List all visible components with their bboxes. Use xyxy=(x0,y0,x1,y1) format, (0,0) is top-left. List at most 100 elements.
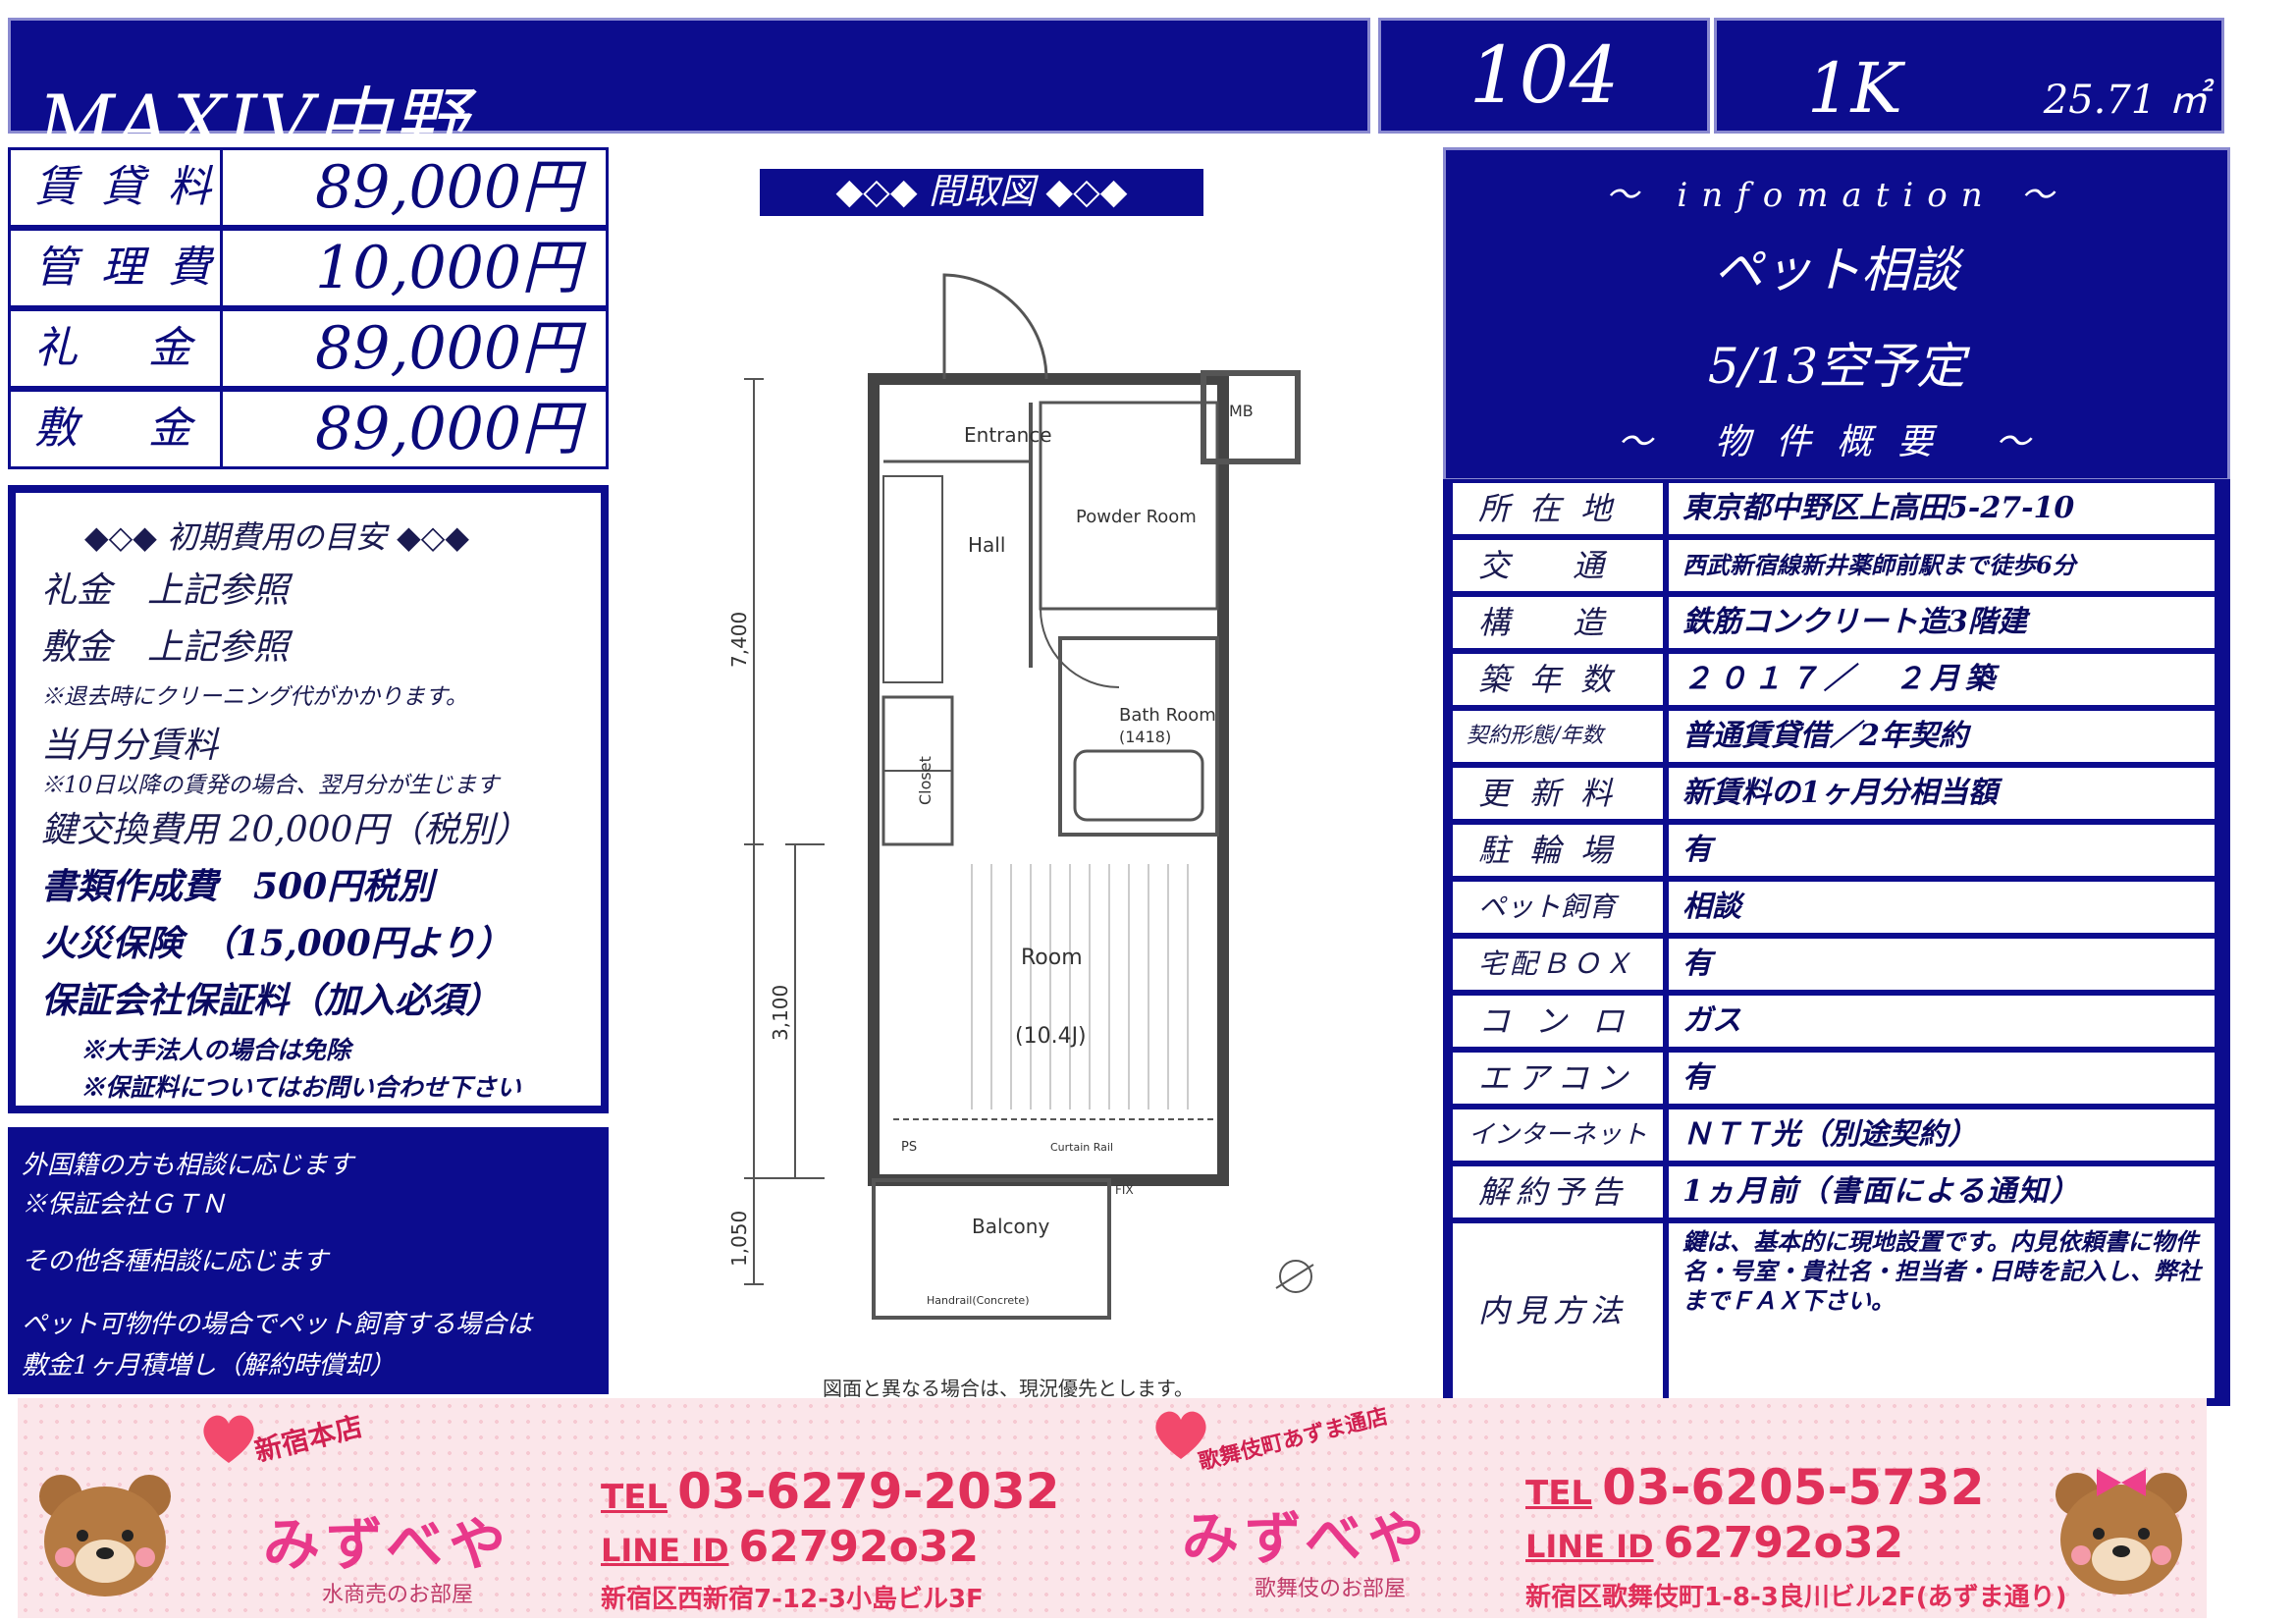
info-label: 所在地 xyxy=(1453,483,1663,534)
info-label: コンロ xyxy=(1453,996,1663,1047)
plan-label-room-size: (10.4J) xyxy=(1015,1024,1087,1049)
info-label: 内見方法 xyxy=(1453,1223,1663,1398)
info-row: 交通 西武新宿線新井薬師前駅まで徒歩6分 xyxy=(1453,540,2215,591)
info-row: 宅配ＢＯＸ 有 xyxy=(1453,939,2215,990)
info-row: 内見方法 鍵は、基本的に現地設置です。内見依頼書に物件名・号室・貴社名・担当者・… xyxy=(1453,1223,2215,1398)
info-availability: 5/13空予定 xyxy=(1707,338,1966,395)
balcony xyxy=(872,1178,1111,1320)
information-box: ～ infomation ～ ペット相談 5/13空予定 ～ 物件概要 ～ xyxy=(1443,147,2230,481)
plan-label-powder-room: Powder Room xyxy=(1076,507,1197,527)
note-line: ※保証会社ＧＴＮ xyxy=(22,1190,227,1219)
fee-label: 礼金 xyxy=(11,311,223,386)
notes-box: 外国籍の方も相談に応じます ※保証会社ＧＴＮ その他各種相談に応じます ペット可… xyxy=(8,1127,609,1394)
line-id: 62792o32 xyxy=(738,1522,980,1572)
entrance-door xyxy=(942,273,1048,380)
info-label: 契約形態/年数 xyxy=(1453,711,1663,762)
info-value: 有 xyxy=(1669,825,2215,876)
bath-room xyxy=(1058,636,1219,837)
info-row: コンロ ガス xyxy=(1453,996,2215,1047)
plan-label-entrance: Entrance xyxy=(964,423,1052,447)
fee-value: 89,000円 xyxy=(315,153,580,222)
fee-label: 賃貸料 xyxy=(11,150,223,225)
info-label: 駐輪場 xyxy=(1453,825,1663,876)
note-line: その他各種相談に応じます xyxy=(22,1247,329,1276)
info-value: 西武新宿線新井薬師前駅まで徒歩6分 xyxy=(1669,540,2215,591)
info-value: ガス xyxy=(1669,996,2215,1047)
fee-value: 89,000円 xyxy=(315,395,580,463)
fee-label: 敷金 xyxy=(11,392,223,466)
info-row: 駐輪場 有 xyxy=(1453,825,2215,876)
north-arrow xyxy=(1279,1260,1312,1293)
heart-balloon-icon xyxy=(1155,1411,1206,1459)
dimension-label: 1,050 xyxy=(727,1211,751,1267)
info-row: ペット飼育 相談 xyxy=(1453,882,2215,933)
plan-label-bath-room: Bath Room xyxy=(1119,705,1216,726)
floor-plan-drawing: Entrance Hall Powder Room Bath Room (141… xyxy=(727,273,1314,1320)
layout-area-box: 1K 25.71 ㎡ xyxy=(1714,18,2224,134)
note-line: ペット可物件の場合でペット飼育する場合は xyxy=(22,1310,533,1339)
fee-row-rent: 賃貸料 89,000円 xyxy=(8,147,609,228)
info-label: 交通 xyxy=(1453,540,1663,591)
note-line: 敷金1ヶ月積増し（解約時償却） xyxy=(22,1351,396,1380)
info-pet: ペット相談 xyxy=(1714,242,1959,298)
initial-line: 鍵交換費用 20,000円（税別） xyxy=(41,810,530,850)
info-value: ＮＴＴ光（別途契約） xyxy=(1669,1109,2215,1161)
tel-number: 03-6279-2032 xyxy=(677,1463,1060,1520)
initial-line: 火災保険 （15,000円より） xyxy=(41,923,512,964)
info-label: エアコン xyxy=(1453,1053,1663,1104)
plan-label-fix: FIX xyxy=(1115,1183,1134,1197)
info-value: 1ヵ月前（書面による通知） xyxy=(1669,1166,2215,1217)
dimension-label: 7,400 xyxy=(727,612,751,668)
info-row: 解約予告 1ヵ月前（書面による通知） xyxy=(1453,1166,2215,1217)
info-heading: ～ infomation ～ xyxy=(1605,176,2068,215)
fee-value: 89,000円 xyxy=(315,314,580,383)
initial-line: 敷金 上記参照 xyxy=(41,627,290,668)
floor-plan-note: 図面と異なる場合は、現況優先とします。 xyxy=(823,1377,1194,1400)
initial-line: 保証会社保証料（加入必須） xyxy=(41,980,502,1021)
floor-plan-title: ◆◇◆ 間取図 ◆◇◆ xyxy=(760,169,1203,216)
line-label: LINE ID xyxy=(601,1532,729,1569)
shop2-name: みずべや xyxy=(1182,1505,1431,1572)
fee-row-management: 管理費 10,000円 xyxy=(8,228,609,308)
kitchen-counter xyxy=(882,475,943,683)
tel-label: TEL xyxy=(1525,1474,1593,1513)
info-label: 宅配ＢＯＸ xyxy=(1453,939,1663,990)
bathtub xyxy=(1073,749,1204,822)
info-label: インターネット xyxy=(1453,1109,1663,1161)
info-row: 更新料 新賃料の1ヶ月分相当額 xyxy=(1453,768,2215,819)
initial-note: ※保証料についてはお問い合わせ下さい xyxy=(80,1073,521,1102)
fee-row-key-money: 礼金 89,000円 xyxy=(8,308,609,389)
info-value: 普通賃貸借／2年契約 xyxy=(1669,711,2215,762)
initial-note: ※大手法人の場合は免除 xyxy=(80,1036,351,1064)
info-row: 契約形態/年数 普通賃貸借／2年契約 xyxy=(1453,711,2215,762)
info-value: ２０１７／ ２月築 xyxy=(1669,654,2215,705)
tel-label: TEL xyxy=(601,1478,668,1517)
fee-label: 管理費 xyxy=(11,231,223,305)
tel-number: 03-6205-5732 xyxy=(1602,1459,1985,1516)
initial-line: 当月分賃料 xyxy=(41,726,219,766)
fee-row-deposit: 敷金 89,000円 xyxy=(8,389,609,469)
info-label: 構造 xyxy=(1453,597,1663,648)
line-label: LINE ID xyxy=(1525,1528,1654,1565)
heart-balloon-icon xyxy=(203,1415,254,1463)
plan-label-mb: MB xyxy=(1229,402,1254,420)
initial-costs-box: ◆◇◆ 初期費用の目安 ◆◇◆ 礼金 上記参照 敷金 上記参照 ※退去時にクリー… xyxy=(8,485,609,1113)
info-label: 築年数 xyxy=(1453,654,1663,705)
plan-label-curtain-rail: Curtain Rail xyxy=(1050,1141,1113,1154)
plan-label-room: Room xyxy=(1021,946,1083,970)
info-subheading: ～ 物件概要 ～ xyxy=(1617,422,2056,462)
powder-room xyxy=(1039,401,1219,611)
info-value: 鍵は、基本的に現地設置です。内見依頼書に物件名・号室・貴社名・担当者・日時を記入… xyxy=(1669,1223,2215,1398)
info-value: 新賃料の1ヶ月分相当額 xyxy=(1669,768,2215,819)
dimension-label: 3,100 xyxy=(769,985,792,1041)
plan-label-balcony: Balcony xyxy=(972,1215,1049,1238)
info-value: 有 xyxy=(1669,1053,2215,1104)
room-number-box: 104 xyxy=(1378,18,1710,134)
fee-table: 賃貸料 89,000円 管理費 10,000円 礼金 89,000円 敷金 89… xyxy=(8,147,609,471)
bear-mascot-icon xyxy=(2056,1469,2187,1595)
info-value: 有 xyxy=(1669,939,2215,990)
line-id: 62792o32 xyxy=(1663,1518,1904,1568)
